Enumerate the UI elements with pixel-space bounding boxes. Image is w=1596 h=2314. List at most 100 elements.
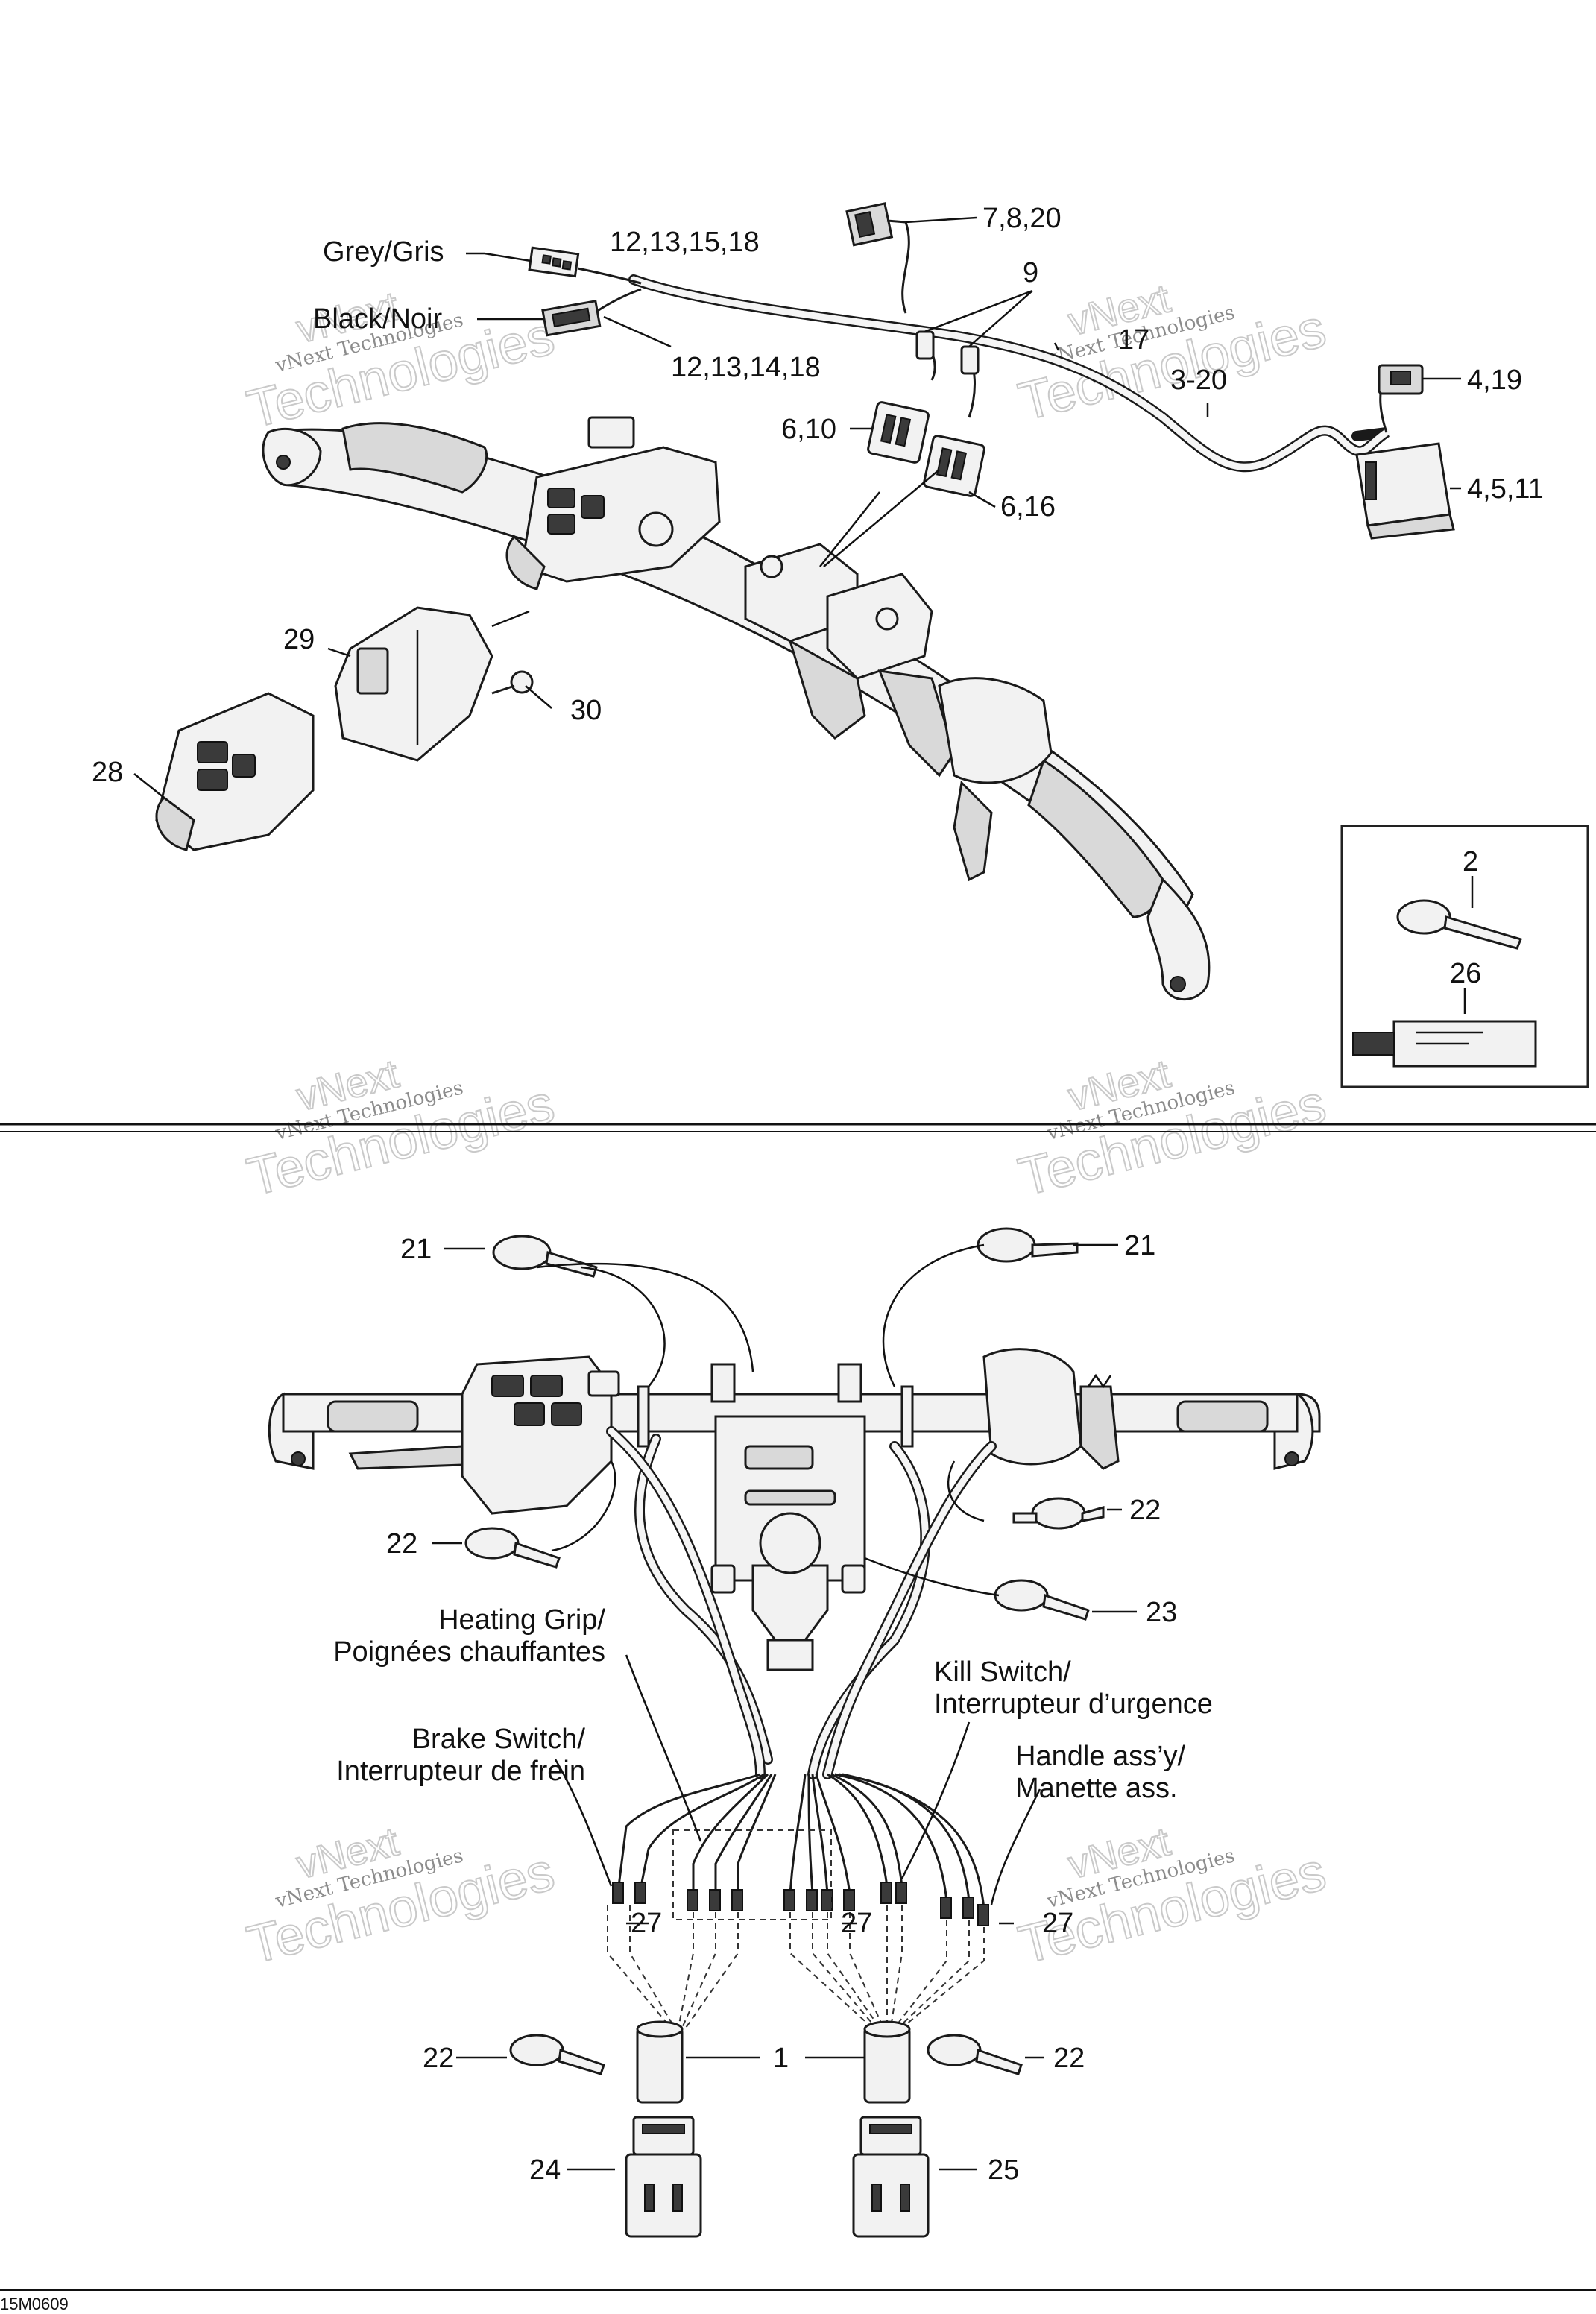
label-interrupteur-urgence: Interrupteur d’urgence [934, 1689, 1213, 1720]
leader [133, 773, 165, 798]
leader [491, 610, 530, 628]
terminal-9b [960, 345, 980, 375]
label-manette-ass: Manette ass. [1015, 1773, 1178, 1804]
connector-7-8-20 [845, 202, 906, 247]
callout-4-5-11: 4,5,11 [1467, 473, 1544, 505]
leaders-bottom [432, 1243, 1137, 2171]
left-grip-front [327, 1400, 419, 1433]
tie-on-bar [900, 1385, 914, 1448]
right-bar-end-plug [1170, 976, 1186, 992]
right-grip-front [1176, 1400, 1269, 1433]
harness-left-2-inner [608, 1428, 764, 1778]
black-connector [541, 288, 642, 337]
callout-9: 9 [1023, 257, 1038, 289]
label-brake-switch: Brake Switch/ [412, 1724, 586, 1755]
leader [1053, 342, 1060, 351]
callout-2: 2 [1463, 846, 1478, 877]
screw-30 [491, 670, 534, 695]
callout-28: 28 [92, 757, 123, 788]
callout-30: 30 [570, 695, 602, 726]
top-assembly: 7,8,20 9 Grey/Gris 12,13,15,18 Black/Noi… [92, 202, 1589, 1088]
callout-1: 1 [773, 2043, 789, 2074]
callout-27-c: 27 [1042, 1908, 1073, 1939]
callout-6-16: 6,16 [1000, 491, 1056, 523]
left-switch-housing [505, 416, 721, 590]
leader [968, 491, 996, 508]
switch-cover-29 [334, 606, 493, 762]
connector-area-outline [672, 1829, 832, 1920]
harness-left-inner [636, 1435, 772, 1763]
bottom-assembly: 21 21 22 22 23 Heating Grip/ Poignées ch… [268, 1227, 1321, 2238]
label-poignees-chauffantes: Poignées chauffantes [333, 1636, 605, 1668]
right-bar-end [1146, 877, 1211, 1001]
connector-25 [852, 2116, 930, 2238]
cable-tie-21-right [977, 1227, 1079, 1263]
label-grey-gris: Grey/Gris [323, 236, 444, 268]
leader [823, 469, 940, 567]
riser-bolt-right [837, 1363, 862, 1403]
diagram-code: 15M0609 [0, 2295, 69, 2313]
cable-tie-2 [1396, 899, 1523, 950]
wiring-harness-inner [630, 276, 1390, 470]
cable-tie-21-left [492, 1235, 598, 1278]
terminals-27 [612, 1882, 989, 1926]
callout-27-a: 27 [631, 1908, 662, 1939]
callout-22-bottom-left: 22 [423, 2043, 454, 2074]
right-housing-front [982, 1348, 1120, 1470]
handlebar-riser [710, 1363, 866, 1671]
callout-22-left-mid: 22 [386, 1528, 417, 1560]
callout-24: 24 [529, 2154, 561, 2186]
cable-tie-22-right-top [1012, 1497, 1105, 1530]
connector-6-16 [923, 435, 985, 497]
leader [905, 216, 977, 224]
grease-tube-26 [1352, 1020, 1537, 1068]
dashed-routing [607, 1905, 985, 2028]
wire-branch [901, 221, 910, 314]
callout-22-right-top: 22 [1129, 1495, 1161, 1526]
callout-3-20: 3-20 [1170, 365, 1227, 396]
callout-21-right: 21 [1124, 1230, 1155, 1261]
left-bar-end [262, 427, 322, 487]
leader [327, 647, 351, 658]
callout-22-bottom-right: 22 [1053, 2043, 1085, 2074]
switch-28 [155, 692, 315, 851]
connector-6-10 [867, 401, 930, 464]
cable-tie-23 [994, 1579, 1090, 1621]
leader-arrows [536, 1243, 1041, 1905]
callout-21-left: 21 [400, 1234, 432, 1265]
sleeve-1-left [636, 2020, 684, 2104]
callout-12-13-15-18: 12,13,15,18 [610, 227, 760, 258]
connector-24 [625, 2116, 702, 2238]
callout-17: 17 [1118, 324, 1149, 356]
harness-right-inner [809, 1443, 929, 1778]
module-4-5-11 [1355, 442, 1455, 540]
leader [819, 491, 880, 567]
label-heating-grip: Heating Grip/ [438, 1604, 605, 1636]
connector-4-19 [1378, 364, 1424, 395]
label-interrupteur-frein: Interrupteur de frein [336, 1756, 585, 1787]
harness-right-2-inner [824, 1443, 995, 1778]
left-bar-end-front [268, 1392, 315, 1470]
callout-25: 25 [988, 2154, 1019, 2186]
left-housing-front [348, 1355, 620, 1515]
callout-29: 29 [283, 624, 315, 655]
right-end-plug [1284, 1451, 1299, 1466]
grey-connector [528, 246, 642, 285]
left-grip [341, 422, 488, 494]
tie-on-bar [637, 1385, 650, 1448]
handlebar-clamps [744, 543, 956, 778]
leader [525, 685, 552, 709]
inset-box [1340, 825, 1589, 1088]
callout-23: 23 [1146, 1597, 1177, 1628]
terminal-9a [915, 330, 935, 360]
label-black-noir: Black/Noir [313, 303, 442, 335]
right-throttle-housing [938, 677, 1053, 882]
riser-bolt-left [710, 1363, 736, 1403]
left-end-plug [291, 1451, 306, 1466]
sleeve-1-right [863, 2020, 911, 2104]
label-handle-assy: Handle ass’y/ [1015, 1741, 1186, 1772]
cable-tie-22-left-mid [464, 1527, 561, 1569]
leader [924, 289, 1033, 347]
callout-27-b: 27 [841, 1908, 872, 1939]
cable-tie-22-bottom-left [509, 2034, 605, 2075]
